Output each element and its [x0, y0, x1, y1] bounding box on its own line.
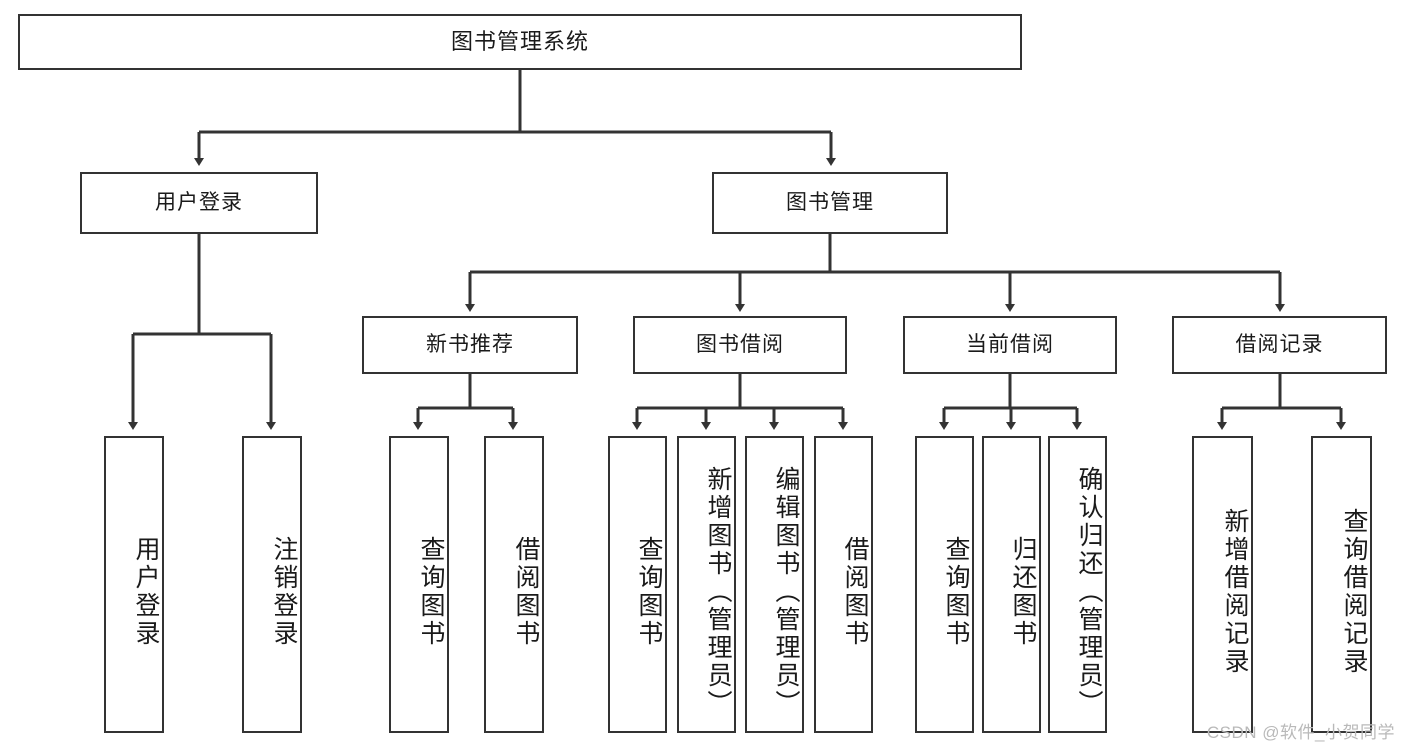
node-leaf-borrow-book-2[interactable]: 借阅图书 [814, 436, 873, 733]
node-root-label: 图书管理系统 [450, 28, 589, 54]
node-user-login-label: 用户登录 [155, 190, 243, 214]
node-leaf-user-login[interactable]: 用户登录 [104, 436, 164, 733]
node-leaf-return-book[interactable]: 归还图书 [982, 436, 1041, 733]
node-leaf-user-logout[interactable]: 注销登录 [242, 436, 302, 733]
node-book-manage-label: 图书管理 [786, 190, 874, 214]
node-current-borrow-label: 当前借阅 [966, 332, 1054, 356]
node-new-book-recommend-label: 新书推荐 [426, 332, 514, 356]
node-leaf-edit-book-label: 编辑图书（管理员） [772, 465, 800, 718]
node-leaf-confirm-return[interactable]: 确认归还（管理员） [1048, 436, 1107, 733]
node-leaf-query-borrow-record-label: 查询借阅记录 [1340, 507, 1368, 676]
node-leaf-add-book-label: 新增图书（管理员） [704, 465, 732, 718]
node-leaf-add-borrow-record-label: 新增借阅记录 [1221, 507, 1249, 676]
node-leaf-confirm-return-label: 确认归还（管理员） [1075, 465, 1103, 718]
node-new-book-recommend[interactable]: 新书推荐 [362, 316, 578, 374]
node-leaf-query-borrow-record[interactable]: 查询借阅记录 [1311, 436, 1372, 733]
node-leaf-query-book-3[interactable]: 查询图书 [915, 436, 974, 733]
node-current-borrow[interactable]: 当前借阅 [903, 316, 1117, 374]
node-book-manage[interactable]: 图书管理 [712, 172, 948, 234]
node-leaf-borrow-book-2-label: 借阅图书 [841, 535, 869, 648]
node-leaf-user-logout-label: 注销登录 [270, 535, 298, 648]
node-leaf-query-book-2-label: 查询图书 [635, 535, 663, 648]
node-leaf-query-book-1-label: 查询图书 [417, 535, 445, 648]
node-leaf-add-borrow-record[interactable]: 新增借阅记录 [1192, 436, 1253, 733]
node-leaf-edit-book[interactable]: 编辑图书（管理员） [745, 436, 804, 733]
node-book-borrow-label: 图书借阅 [696, 332, 784, 356]
node-leaf-query-book-3-label: 查询图书 [942, 535, 970, 648]
node-user-login[interactable]: 用户登录 [80, 172, 318, 234]
node-leaf-borrow-book-1-label: 借阅图书 [512, 535, 540, 648]
node-leaf-return-book-label: 归还图书 [1009, 535, 1037, 648]
node-borrow-record-label: 借阅记录 [1235, 332, 1324, 356]
node-leaf-query-book-2[interactable]: 查询图书 [608, 436, 667, 733]
node-book-borrow[interactable]: 图书借阅 [633, 316, 847, 374]
node-leaf-user-login-label: 用户登录 [132, 535, 160, 648]
node-leaf-borrow-book-1[interactable]: 借阅图书 [484, 436, 544, 733]
node-leaf-query-book-1[interactable]: 查询图书 [389, 436, 449, 733]
node-root[interactable]: 图书管理系统 [18, 14, 1022, 70]
node-borrow-record[interactable]: 借阅记录 [1172, 316, 1387, 374]
node-leaf-add-book[interactable]: 新增图书（管理员） [677, 436, 736, 733]
